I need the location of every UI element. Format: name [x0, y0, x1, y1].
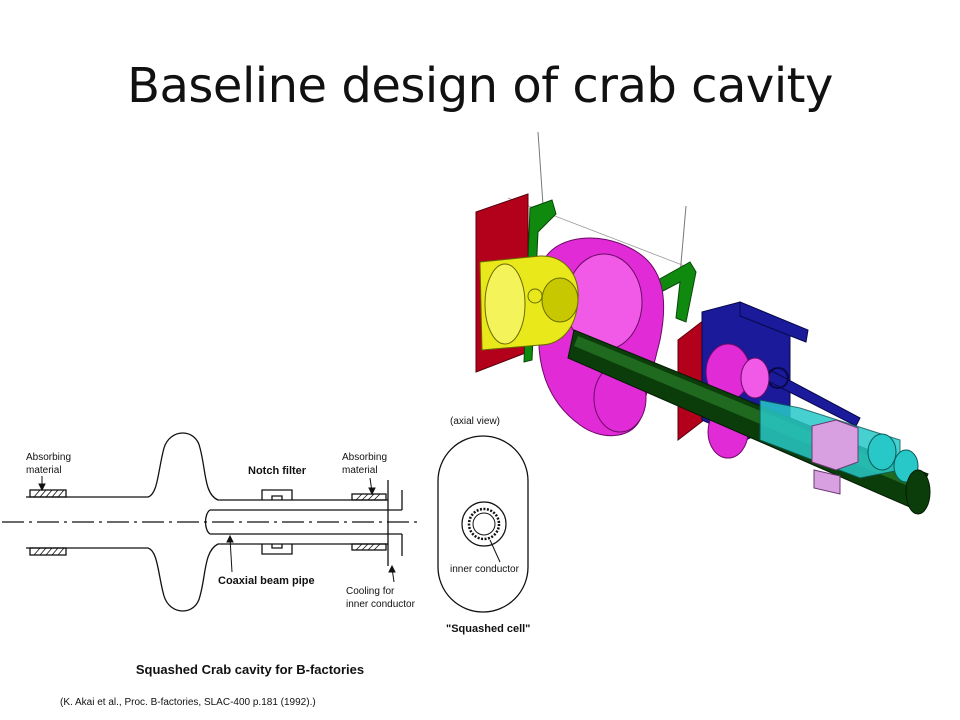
inner-conductor-leader — [489, 539, 501, 563]
crab-cavity-3d-render — [475, 131, 931, 515]
yellow-pipe-opening — [484, 263, 526, 345]
inner-conductor-ring — [467, 507, 501, 541]
coaxial-inner-conductor — [204, 509, 402, 535]
cavity-outline-bottom — [26, 543, 388, 612]
inner-conductor-core — [472, 512, 496, 536]
label-absorbing-left-2: material — [26, 465, 62, 476]
leader-arrows — [38, 476, 396, 583]
label-absorbing-right: Absorbing — [342, 452, 387, 463]
pink-flange — [811, 419, 859, 471]
reference-citation: (K. Akai et al., Proc. B-factories, SLAC… — [60, 697, 316, 708]
squashed-cell-outline — [437, 435, 529, 613]
label-cooling: Cooling for — [346, 586, 395, 597]
absorber-block-right-bottom — [351, 543, 387, 551]
slide-title: Baseline design of crab cavity — [127, 58, 833, 114]
notch-filter-bottom — [261, 544, 293, 555]
notch-filter-bottom-inner — [271, 544, 283, 549]
magenta-small-cell — [740, 357, 770, 399]
absorber-block-left-top — [29, 489, 67, 498]
label-coaxial-beam-pipe: Coaxial beam pipe — [218, 575, 315, 587]
yellow-port — [527, 288, 543, 304]
label-absorbing-right-2: material — [342, 465, 378, 476]
label-cooling-2: inner conductor — [346, 599, 416, 610]
label-axial-view: (axial view) — [450, 416, 500, 427]
label-absorbing-left: Absorbing — [26, 452, 71, 463]
schematic-caption: Squashed Crab cavity for B-factories — [135, 662, 365, 677]
inner-conductor-outer — [461, 501, 507, 547]
support-wire — [679, 205, 687, 276]
notch-filter-top-inner — [271, 495, 283, 500]
beam-pipe-end-cap — [905, 469, 931, 515]
cavity-schematic — [2, 432, 422, 612]
cyan-ring — [867, 433, 897, 471]
label-inner-conductor: inner conductor — [450, 564, 520, 575]
pink-flange-foot — [813, 469, 841, 495]
yellow-ring — [541, 277, 579, 323]
label-squashed-cell: "Squashed cell" — [446, 623, 530, 635]
absorber-block-right-top — [351, 493, 387, 501]
label-notch-filter: Notch filter — [248, 465, 307, 477]
support-wire — [537, 131, 544, 206]
axial-view: (axial view) inner conductor "Squashed c… — [437, 416, 530, 635]
cavity-outline-top — [26, 432, 388, 501]
notch-filter-top — [261, 489, 293, 500]
absorber-block-left-bottom — [29, 547, 67, 556]
absorber-hatching — [33, 489, 381, 556]
blue-arm-upper — [739, 301, 809, 343]
